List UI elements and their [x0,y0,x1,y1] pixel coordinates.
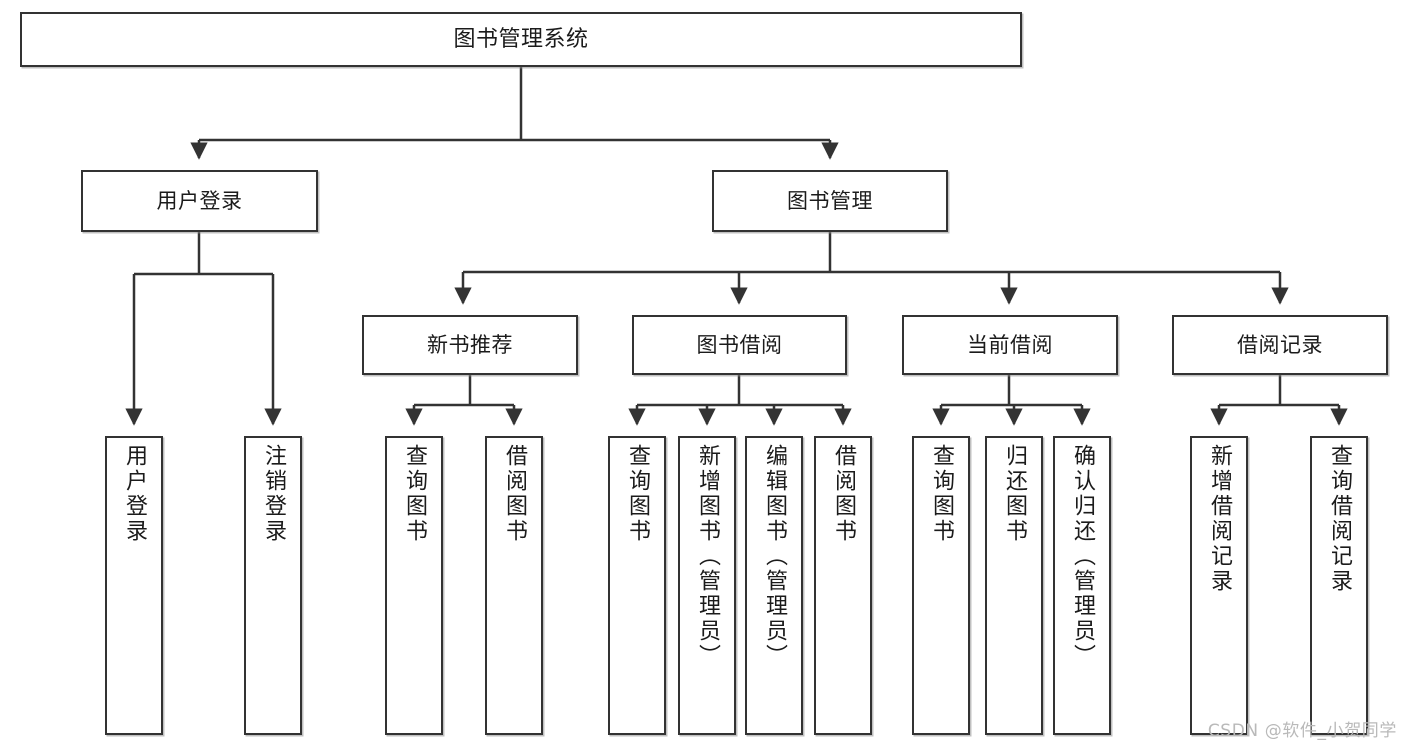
node-book-borrow-label: 图书借阅 [696,332,783,357]
node-leaf-user-login-label: 用户登录 [121,444,147,544]
node-user-login-label: 用户登录 [156,188,243,213]
node-book-manage-label: 图书管理 [787,188,873,213]
node-root-label: 图书管理系统 [453,26,589,52]
node-current-borrow-label: 当前借阅 [967,332,1053,357]
node-leaf-user-login[interactable]: 用户登录 [105,436,163,735]
node-leaf-logout-login-label: 注销登录 [260,444,286,544]
node-book-manage[interactable]: 图书管理 [712,170,948,232]
node-leaf-add-borrow-record[interactable]: 新增借阅记录 [1190,436,1248,735]
node-leaf-borrow-book-1-label: 借阅图书 [501,444,527,544]
node-leaf-return-book[interactable]: 归还图书 [985,436,1043,735]
node-leaf-query-book-2-label: 查询图书 [624,444,650,544]
node-new-book-recommend[interactable]: 新书推荐 [362,315,578,375]
node-leaf-query-book-1-label: 查询图书 [401,444,427,544]
node-leaf-edit-book-admin-label: 编辑图书（管理员） [761,444,787,669]
node-user-login[interactable]: 用户登录 [81,170,318,232]
node-current-borrow[interactable]: 当前借阅 [902,315,1118,375]
node-leaf-confirm-return-admin[interactable]: 确认归还（管理员） [1053,436,1111,735]
node-leaf-confirm-return-admin-label: 确认归还（管理员） [1069,444,1095,669]
node-leaf-query-book-3[interactable]: 查询图书 [912,436,970,735]
node-root[interactable]: 图书管理系统 [20,12,1022,67]
node-new-book-recommend-label: 新书推荐 [427,332,513,357]
node-leaf-borrow-book-2[interactable]: 借阅图书 [814,436,872,735]
node-borrow-record-label: 借阅记录 [1237,332,1323,357]
node-leaf-borrow-book-2-label: 借阅图书 [830,444,856,544]
node-leaf-query-book-1[interactable]: 查询图书 [385,436,443,735]
node-borrow-record[interactable]: 借阅记录 [1172,315,1388,375]
node-leaf-borrow-book-1[interactable]: 借阅图书 [485,436,543,735]
node-leaf-return-book-label: 归还图书 [1001,444,1027,544]
node-leaf-add-borrow-record-label: 新增借阅记录 [1206,444,1232,594]
node-book-borrow[interactable]: 图书借阅 [632,315,847,375]
node-leaf-edit-book-admin[interactable]: 编辑图书（管理员） [745,436,803,735]
node-leaf-query-borrow-record-label: 查询借阅记录 [1326,444,1352,594]
node-leaf-query-book-3-label: 查询图书 [928,444,954,544]
node-leaf-add-book-admin[interactable]: 新增图书（管理员） [678,436,736,735]
node-leaf-query-borrow-record[interactable]: 查询借阅记录 [1310,436,1368,735]
watermark: CSDN @软件_小贺同学 [1207,721,1397,741]
node-leaf-query-book-2[interactable]: 查询图书 [608,436,666,735]
node-leaf-add-book-admin-label: 新增图书（管理员） [694,444,720,669]
node-leaf-logout-login[interactable]: 注销登录 [244,436,302,735]
